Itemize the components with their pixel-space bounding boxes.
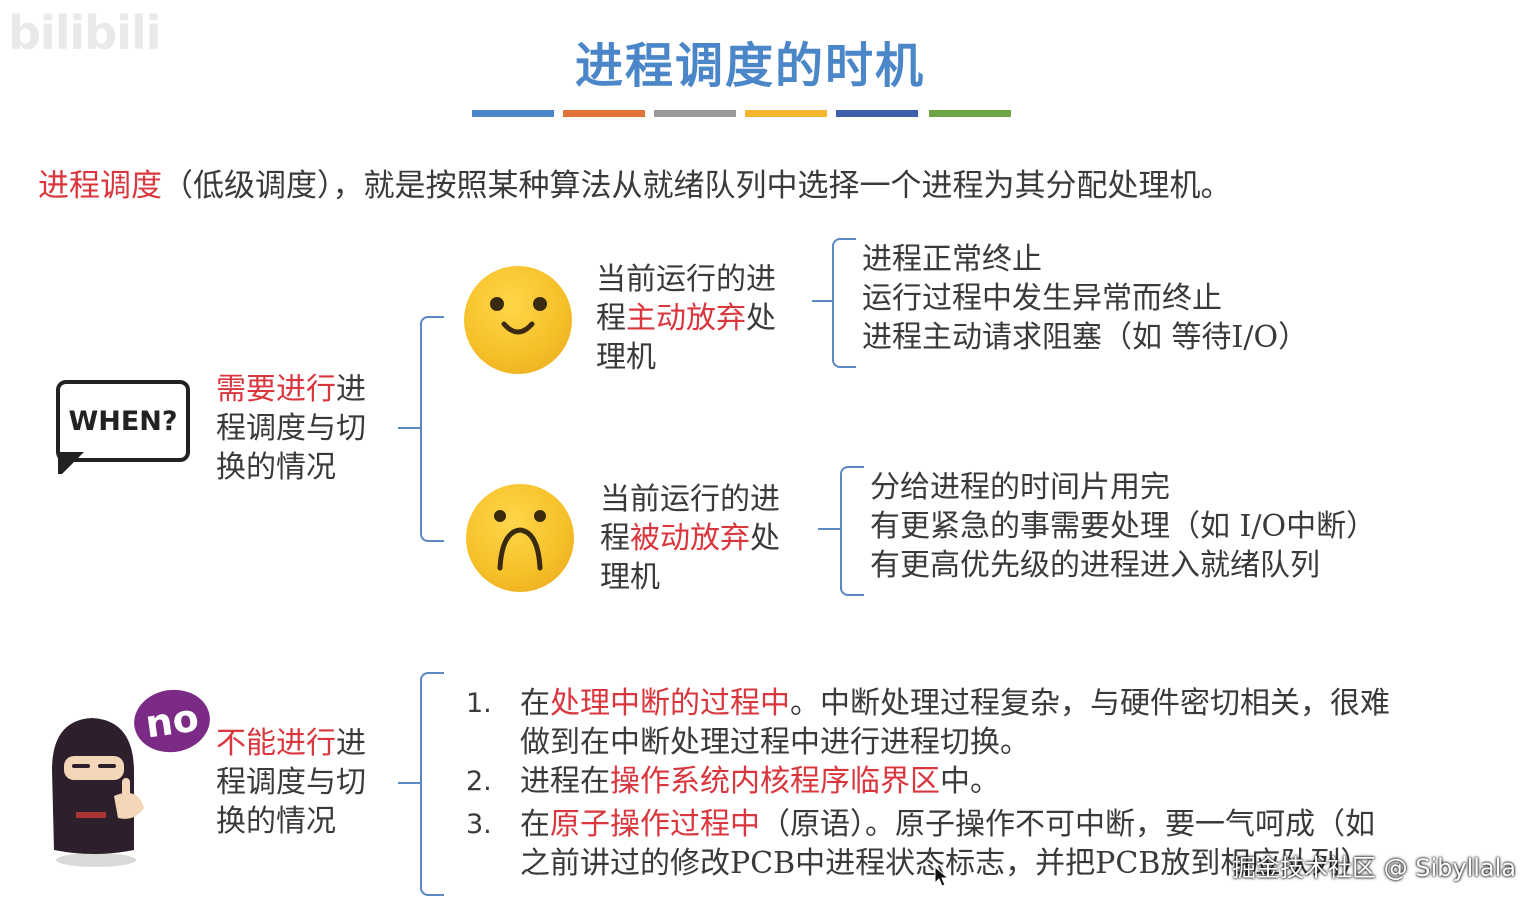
passive-yield-label: 当前运行的进 程被动放弃处 理机 <box>600 480 780 597</box>
need-scheduling-red: 需要进行 <box>216 372 336 407</box>
divider-segment <box>929 110 1011 117</box>
cannot-scheduling-red: 不能进行 <box>216 726 336 761</box>
active-line1: 当前运行的进 <box>596 262 776 297</box>
active-line2-red: 主动放弃 <box>626 301 746 336</box>
cannot-bracket-tick <box>398 782 420 784</box>
page-title: 进程调度的时机 <box>574 38 925 94</box>
active-yield-label: 当前运行的进 程主动放弃处 理机 <box>596 260 776 377</box>
list-text: 在 <box>520 807 550 842</box>
active-case-item: 进程主动请求阻塞（如 等待I/O） <box>862 320 1309 355</box>
list-text: （原语）。原子操作不可中断，要一气呵成（如 <box>760 807 1375 842</box>
passive-line2-a: 程 <box>600 521 630 556</box>
list-number: 1. <box>466 688 492 719</box>
passive-case-item: 分给进程的时间片用完 <box>870 470 1170 505</box>
divider-segment <box>563 110 645 117</box>
ninja-character-icon <box>30 700 170 868</box>
list-item-continuation: 做到在中断处理过程中进行进程切换。 <box>520 725 1030 760</box>
active-yield-cases: 进程正常终止 运行过程中发生异常而终止 进程主动请求阻塞（如 等待I/O） <box>862 240 1308 357</box>
active-case-item: 运行过程中发生异常而终止 <box>862 281 1222 316</box>
smile-face-icon <box>464 266 572 374</box>
need-scheduling-line3: 换的情况 <box>216 450 336 485</box>
list-item: 3. 在原子操作过程中（原语）。原子操作不可中断，要一气呵成（如 <box>466 805 1516 844</box>
list-item: 2. 进程在操作系统内核程序临界区中。 <box>466 762 1516 801</box>
divider-segment <box>472 110 554 117</box>
when-bracket-tick <box>398 427 420 429</box>
cannot-case-list: 1. 在处理中断的过程中。中断处理过程复杂，与硬件密切相关，很难 做到在中断处理… <box>466 684 1516 883</box>
active-bracket <box>832 238 856 368</box>
passive-bracket-tick <box>818 528 840 530</box>
passive-case-item: 有更紧急的事需要处理（如 I/O中断） <box>870 509 1377 544</box>
list-number: 2. <box>466 766 492 797</box>
active-bracket-tick <box>812 300 832 302</box>
cannot-scheduling-line3: 换的情况 <box>216 804 336 839</box>
intro-rest: （低级调度），就是按照某种算法从就绪队列中选择一个进程为其分配处理机。 <box>162 168 1232 204</box>
divider-segment <box>654 110 736 117</box>
need-scheduling-text: 进 <box>336 372 366 407</box>
passive-bracket <box>840 466 864 596</box>
passive-line3: 理机 <box>600 560 660 595</box>
list-item: 1. 在处理中断的过程中。中断处理过程复杂，与硬件密切相关，很难 <box>466 684 1516 723</box>
need-scheduling-label: 需要进行进 程调度与切 换的情况 <box>216 370 366 487</box>
passive-line2-b: 处 <box>750 521 780 556</box>
when-bracket <box>420 316 444 542</box>
speech-bubble-tail-icon <box>58 452 84 474</box>
active-case-item: 进程正常终止 <box>862 242 1042 277</box>
list-number: 3. <box>466 809 492 840</box>
divider-segment <box>836 110 918 117</box>
list-text-red: 原子操作过程中 <box>550 807 760 842</box>
need-scheduling-line2: 程调度与切 <box>216 411 366 446</box>
list-text-red: 操作系统内核程序临界区 <box>610 764 940 799</box>
cannot-scheduling-line2: 程调度与切 <box>216 765 366 800</box>
active-line2-a: 程 <box>596 301 626 336</box>
passive-yield-cases: 分给进程的时间片用完 有更紧急的事需要处理（如 I/O中断） 有更高优先级的进程… <box>870 468 1376 585</box>
passive-line2-red: 被动放弃 <box>630 521 750 556</box>
list-text: 中。 <box>940 764 1000 799</box>
active-line2-b: 处 <box>746 301 776 336</box>
cannot-bracket <box>420 672 444 896</box>
list-text-red: 处理中断的过程中 <box>550 686 790 721</box>
sad-face-icon <box>466 484 574 592</box>
list-text: 进程在 <box>520 764 610 799</box>
intro-sentence: 进程调度（低级调度），就是按照某种算法从就绪队列中选择一个进程为其分配处理机。 <box>38 160 1232 205</box>
when-speech-bubble: WHEN? <box>56 380 190 462</box>
credit-watermark: 掘金技术社区 @ Sibyllala <box>1231 854 1516 882</box>
active-line3: 理机 <box>596 340 656 375</box>
list-text: 。中断处理过程复杂，与硬件密切相关，很难 <box>790 686 1390 721</box>
divider-segment <box>745 110 827 117</box>
passive-line1: 当前运行的进 <box>600 482 780 517</box>
cannot-scheduling-label: 不能进行进 程调度与切 换的情况 <box>216 724 366 841</box>
cannot-scheduling-text: 进 <box>336 726 366 761</box>
list-text: 在 <box>520 686 550 721</box>
passive-case-item: 有更高优先级的进程进入就绪队列 <box>870 548 1320 583</box>
intro-term: 进程调度 <box>38 168 162 204</box>
mouse-cursor-icon <box>934 865 950 892</box>
bilibili-logo: bilibili <box>8 6 161 60</box>
